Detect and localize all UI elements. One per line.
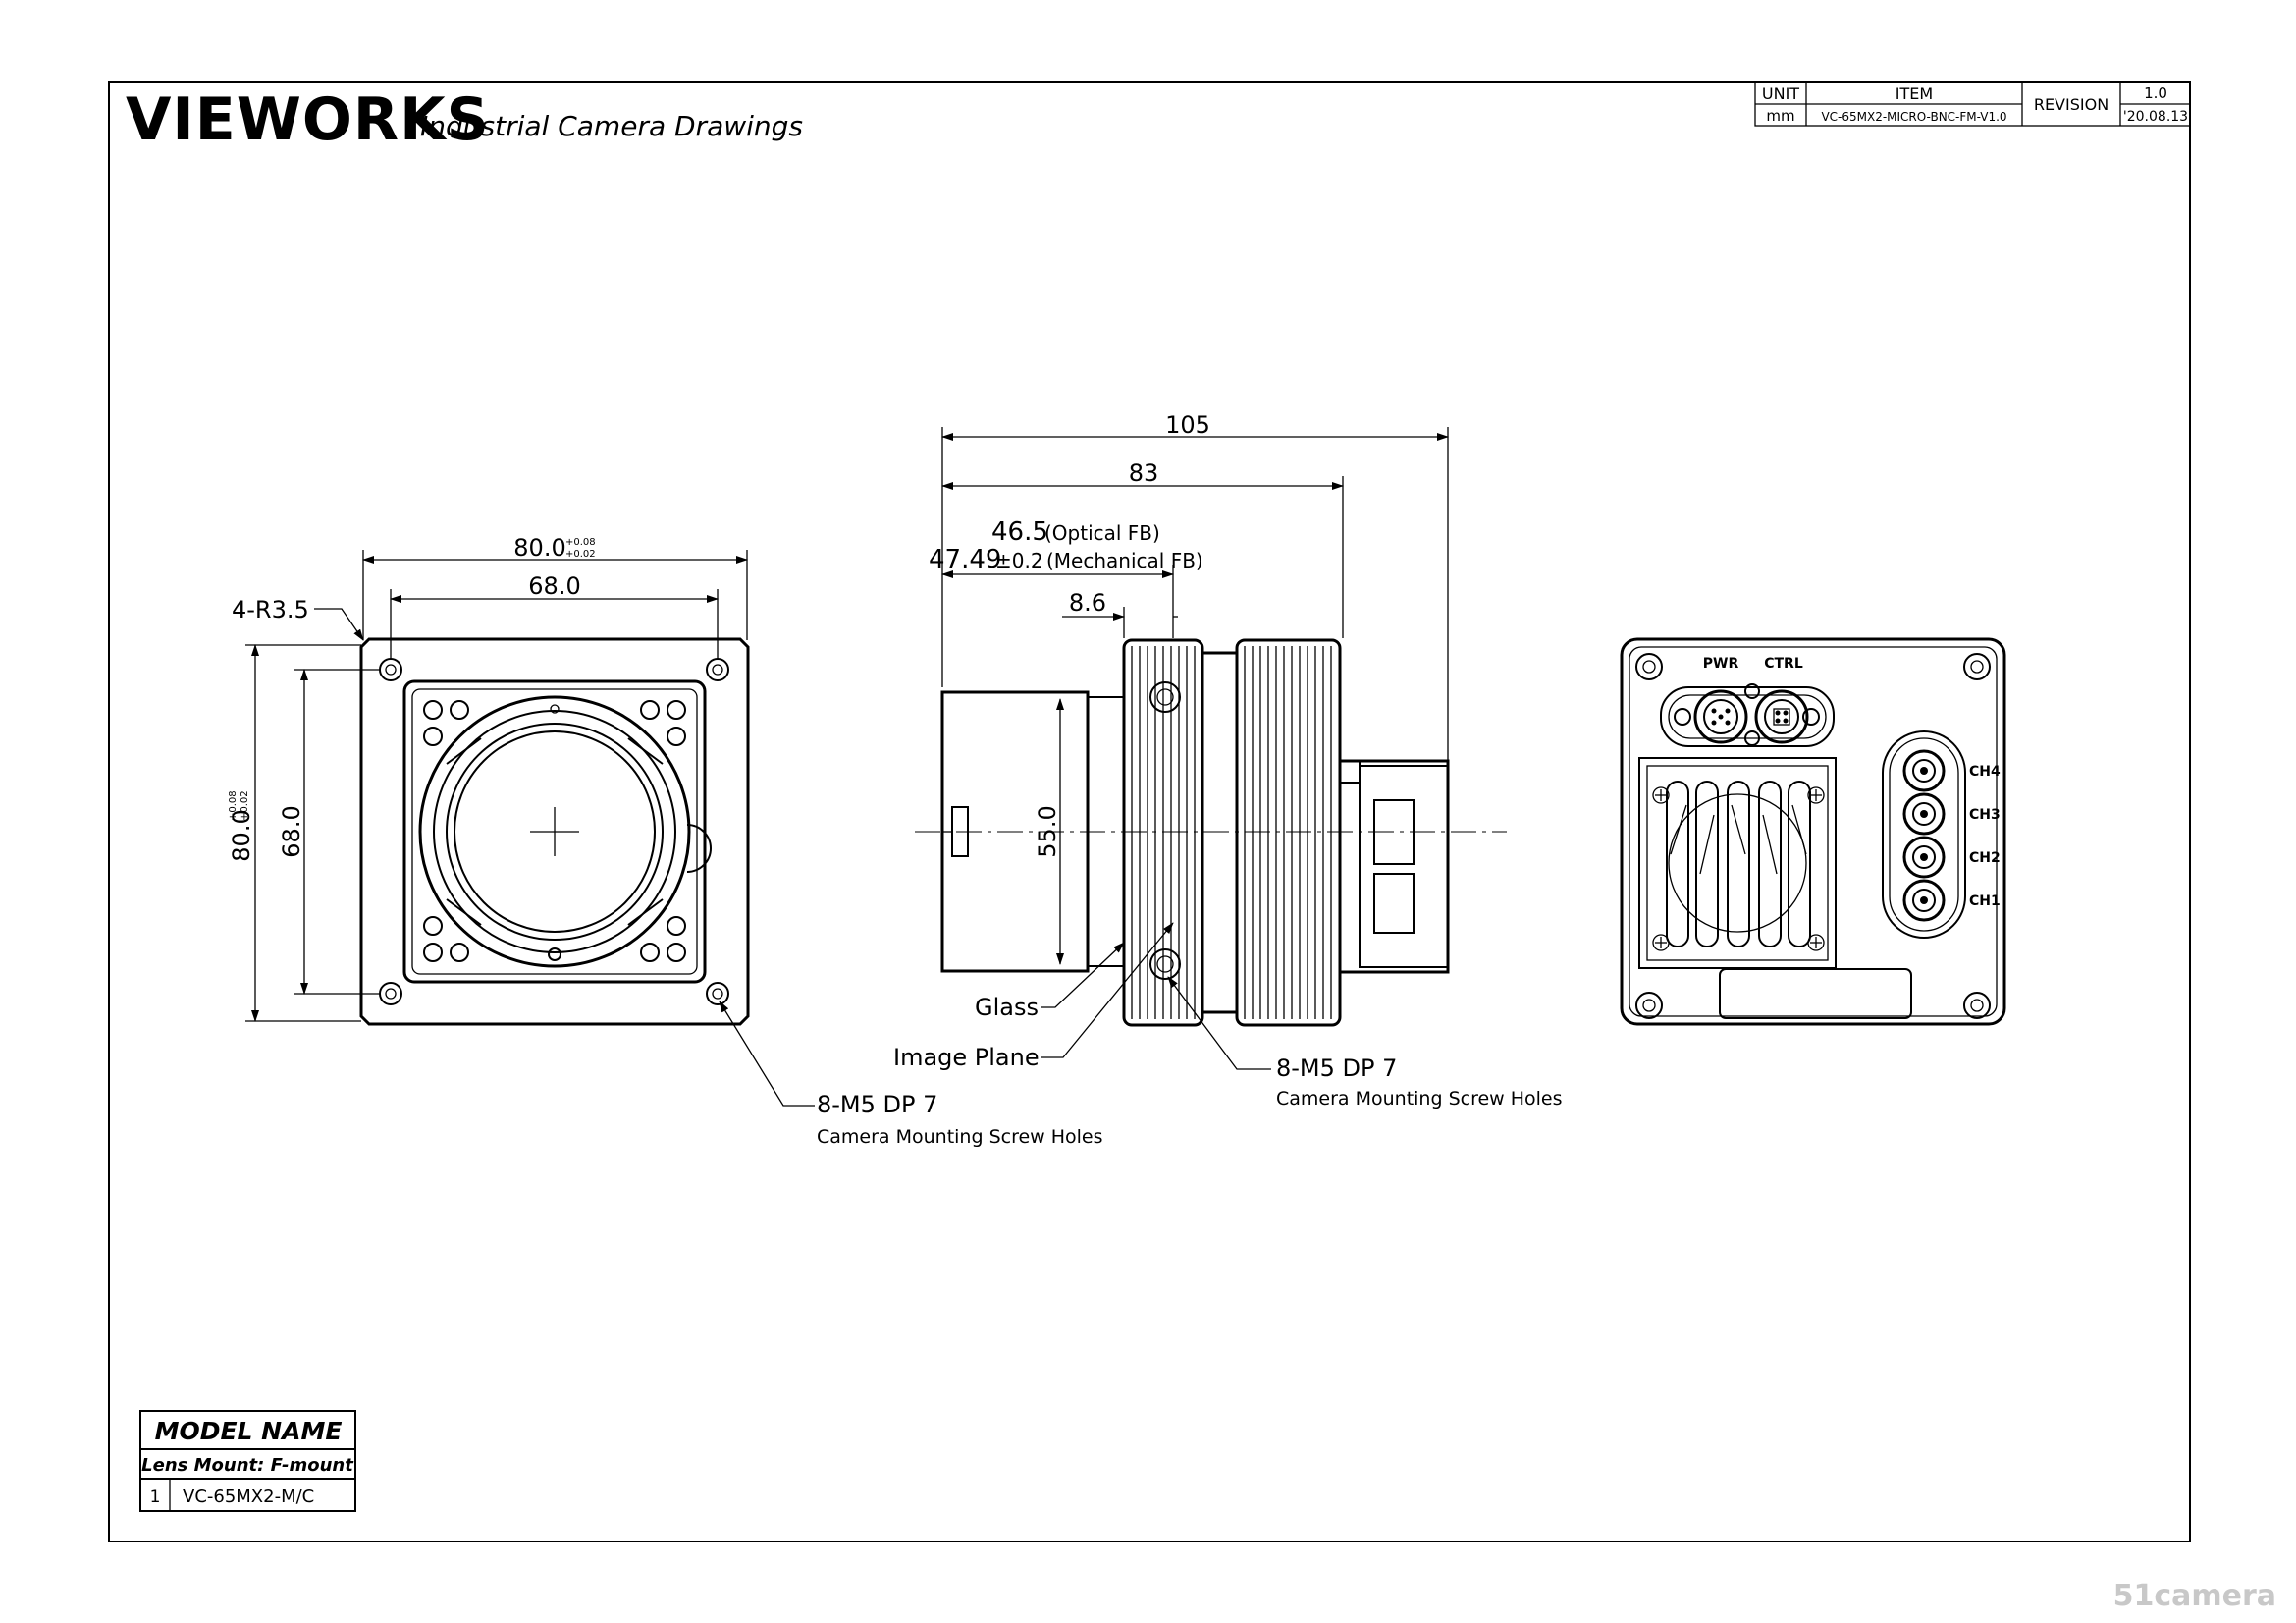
title-block: UNIT mm ITEM VC-65MX2-MICRO-BNC-FM-V1.0 … xyxy=(1754,81,2191,127)
front-corner-radius-note: 4-R3.5 xyxy=(232,596,309,623)
channel-label-ch4: CH4 xyxy=(1969,764,2001,780)
rear-mounting-hole xyxy=(1963,653,1991,680)
front-mounting-hole xyxy=(379,982,402,1005)
rear-label-plate xyxy=(1719,968,1912,1019)
side-glass-label: Glass xyxy=(975,994,1039,1021)
side-mechanical-fb-label: (Mechanical FB) xyxy=(1046,549,1203,572)
model-table-header: MODEL NAME xyxy=(155,1417,343,1445)
front-outer-height-dim: 80.0 xyxy=(228,809,255,861)
side-rear-connector xyxy=(1338,759,1450,974)
rear-mounting-hole xyxy=(1635,992,1663,1019)
front-outer-body xyxy=(359,637,750,1026)
front-outer-height-tol-lower: +0.02 xyxy=(240,790,250,821)
revision-value: 1.0 xyxy=(2144,84,2167,102)
bnc-connector xyxy=(1902,749,1946,792)
side-lens-diameter-dim: 55.0 xyxy=(1034,805,1061,857)
side-view: 105 83 46.5 (Optical FB) 47.49 ±0.2 (Mec… xyxy=(893,411,1563,1109)
channel-label-ch3: CH3 xyxy=(1969,807,2001,823)
side-mechanical-fb-dim: 47.49 xyxy=(929,545,1001,574)
side-mounting-hole xyxy=(1149,948,1181,980)
front-hole-height-dim: 68.0 xyxy=(278,805,305,857)
side-glass-offset-dim: 8.6 xyxy=(1069,589,1106,617)
brand-logo: VIEWORKS xyxy=(126,85,490,154)
drawing-subtitle: Industrial Camera Drawings xyxy=(420,110,804,142)
rear-view: PWR CTRL CH4 xyxy=(1620,637,2006,1026)
unit-value: mm xyxy=(1766,107,1794,125)
bnc-connector xyxy=(1902,879,1946,922)
side-front-ribs xyxy=(1131,646,1196,1019)
side-mounting-hole xyxy=(1149,681,1181,713)
rear-fan-grille xyxy=(1638,757,1837,969)
side-screw-desc: Camera Mounting Screw Holes xyxy=(1276,1088,1563,1109)
side-screw-note: 8-M5 DP 7 xyxy=(1276,1055,1397,1082)
rear-mounting-hole xyxy=(1635,653,1663,680)
channel-label-ch2: CH2 xyxy=(1969,850,2001,866)
rear-bnc-panel xyxy=(1882,730,1966,939)
front-outer-width-tol-upper: +0.08 xyxy=(565,537,596,548)
side-optical-fb-dim: 46.5 xyxy=(991,517,1048,547)
item-label: ITEM xyxy=(1896,84,1933,103)
bnc-connector xyxy=(1902,792,1946,836)
item-value: VC-65MX2-MICRO-BNC-FM-V1.0 xyxy=(1821,110,2006,124)
side-mechanical-fb-tol: ±0.2 xyxy=(995,549,1043,572)
front-outer-height-tol-upper: +0.08 xyxy=(228,790,239,821)
front-outer-width-tol-lower: +0.02 xyxy=(565,549,596,560)
model-table-subheader: Lens Mount: F-mount xyxy=(141,1455,354,1476)
revision-date: '20.08.13 xyxy=(2123,109,2188,125)
rear-outer-body xyxy=(1620,637,2006,1026)
front-mounting-hole xyxy=(706,982,729,1005)
front-outer-width-dim: 80.0 xyxy=(513,534,565,562)
front-lens-mount xyxy=(418,695,712,968)
pwr-connector xyxy=(1693,689,1748,744)
channel-label-ch1: CH1 xyxy=(1969,893,2001,909)
pwr-label: PWR xyxy=(1703,656,1739,672)
model-table-row-index: 1 xyxy=(150,1488,161,1507)
front-hole-width-dim: 68.0 xyxy=(528,572,580,600)
side-rear-ribs xyxy=(1244,646,1332,1019)
ctrl-connector xyxy=(1754,689,1809,744)
front-screw-desc: Camera Mounting Screw Holes xyxy=(817,1126,1103,1148)
side-body-length-dim: 83 xyxy=(1129,460,1159,487)
watermark-logo: 51camera xyxy=(2112,1579,2276,1613)
unit-label: UNIT xyxy=(1762,84,1799,103)
rear-connector-plate xyxy=(1660,683,1835,747)
front-plate-screws xyxy=(423,700,686,962)
side-image-plane-label: Image Plane xyxy=(893,1044,1040,1071)
side-total-length-dim: 105 xyxy=(1165,411,1210,439)
revision-label: REVISION xyxy=(2034,95,2109,114)
drawing-frame xyxy=(108,81,2191,1542)
rear-mounting-hole xyxy=(1963,992,1991,1019)
model-table-row-model: VC-65MX2-M/C xyxy=(183,1487,314,1507)
bnc-connector xyxy=(1902,836,1946,879)
front-mounting-hole xyxy=(706,658,729,681)
ctrl-label: CTRL xyxy=(1764,656,1803,672)
front-mounting-hole xyxy=(379,658,402,681)
front-view: 80.0 +0.08 +0.02 68.0 80.0 +0.08 +0.02 6… xyxy=(228,534,1103,1148)
model-name-table: MODEL NAME Lens Mount: F-mount 1 VC-65MX… xyxy=(139,1410,356,1512)
side-optical-fb-label: (Optical FB) xyxy=(1044,521,1160,545)
front-screw-note: 8-M5 DP 7 xyxy=(817,1091,937,1118)
side-middle-ring xyxy=(1201,651,1239,1014)
